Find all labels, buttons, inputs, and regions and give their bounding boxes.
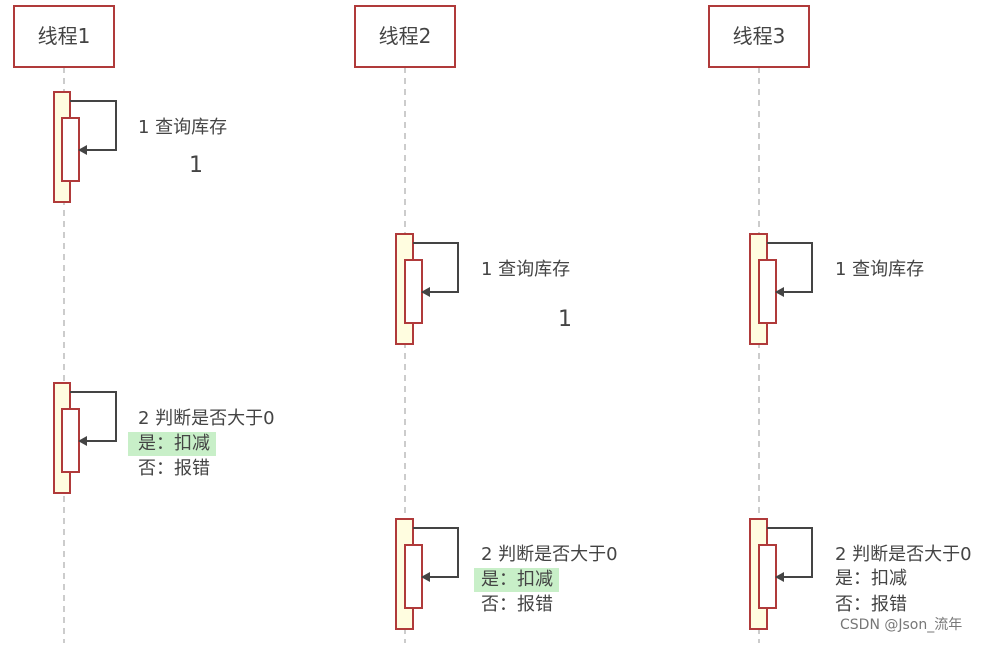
- activation-inner-t2-1: [404, 259, 423, 324]
- activation-inner-t3-2: [758, 544, 777, 609]
- activation-inner-t3-1: [758, 259, 777, 324]
- step-query-t2: 1 查询库存: [481, 259, 571, 280]
- participant-box-t3: [708, 5, 810, 68]
- step-no-t1: 否：报错: [138, 458, 210, 479]
- participant-box-t1: [13, 5, 115, 68]
- self-call-arrow-t2-2: [413, 527, 459, 582]
- step-check-t3: 2 判断是否大于0: [835, 544, 972, 565]
- stock-value-t1: 1: [189, 153, 203, 178]
- participant-label-t2: 线程2: [378, 24, 432, 48]
- self-call-arrow-t3-2: [767, 527, 813, 582]
- step-query-t3: 1 查询库存: [835, 259, 925, 280]
- self-call-arrow-t2-1: [413, 242, 459, 297]
- activation-inner-t1-1: [61, 117, 80, 182]
- watermark: CSDN @Json_流年: [840, 617, 963, 633]
- activation-inner-t2-2: [404, 544, 423, 609]
- step-yes-t3: 是：扣减: [835, 568, 907, 589]
- participant-label-t1: 线程1: [37, 24, 91, 48]
- activation-inner-t1-2: [61, 408, 80, 473]
- step-query-t1: 1 查询库存: [138, 117, 228, 138]
- step-yes-t1: 是：扣减: [128, 432, 216, 456]
- participant-label-t3: 线程3: [732, 24, 786, 48]
- step-check-t1: 2 判断是否大于0: [138, 408, 275, 429]
- self-call-arrow-t1-1: [70, 100, 117, 155]
- self-call-arrow-t1-2: [70, 391, 117, 446]
- self-call-arrow-t3-1: [767, 242, 813, 297]
- participant-box-t2: [354, 5, 456, 68]
- step-yes-t2: 是：扣减: [474, 568, 559, 592]
- step-check-t2: 2 判断是否大于0: [481, 544, 618, 565]
- stock-value-t2: 1: [558, 307, 572, 332]
- step-no-t3: 否：报错: [835, 594, 907, 615]
- step-no-t2: 否：报错: [481, 594, 553, 615]
